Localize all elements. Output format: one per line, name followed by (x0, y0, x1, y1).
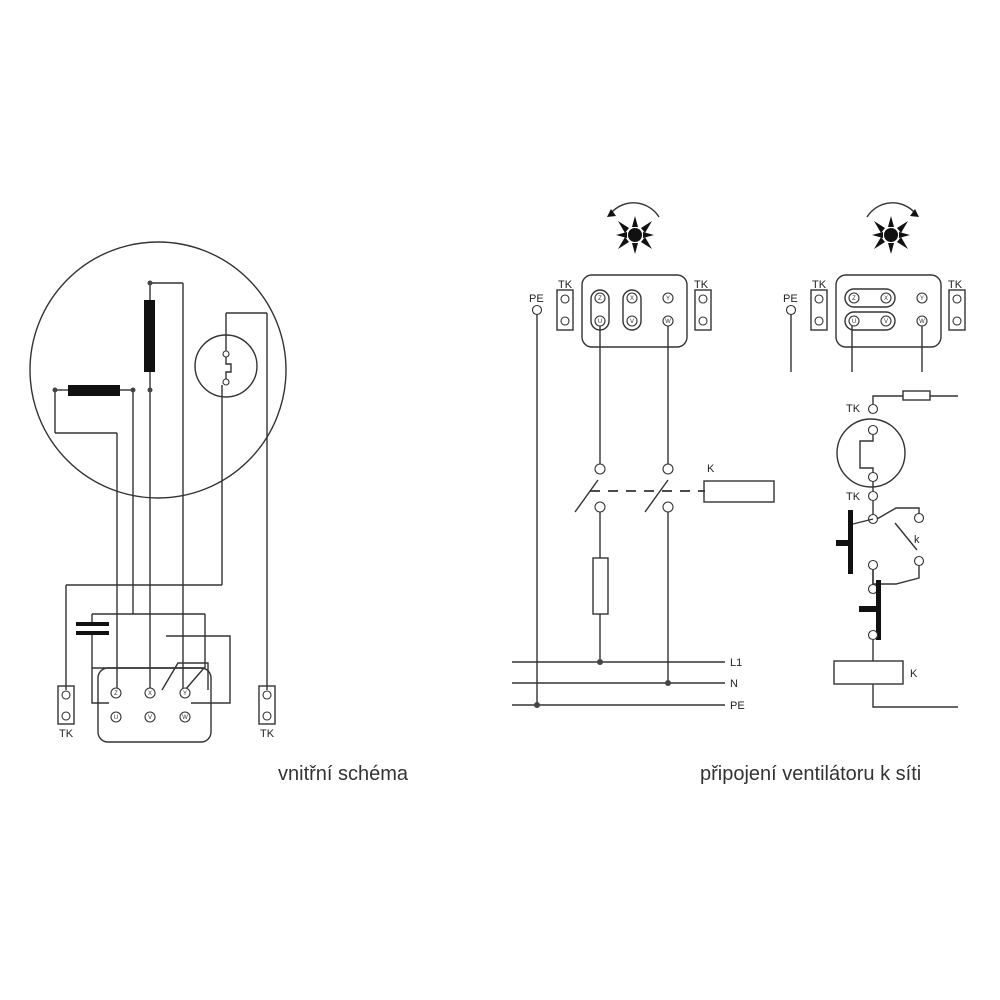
svg-text:U: U (598, 319, 602, 325)
terminal-w: W (179, 711, 191, 723)
svg-text:X: X (148, 691, 152, 697)
svg-text:Z: Z (852, 296, 856, 302)
contactor-coil-2 (833, 660, 904, 685)
svg-text:Y: Y (920, 296, 924, 302)
connection-diagram-1: Z X Y U V W TK TK PE (512, 202, 775, 712)
tk-terminal: TK (556, 279, 574, 331)
svg-text:X: X (884, 296, 888, 302)
caption-connection: připojení ventilátoru k síti (700, 763, 921, 785)
svg-text:U: U (852, 319, 856, 325)
terminal-v: V (144, 711, 156, 723)
horizontal-winding (52, 385, 136, 695)
terminal-x: X (144, 687, 156, 699)
svg-text:TK: TK (558, 279, 573, 291)
motor-outline (29, 241, 287, 499)
terminal-z: Z (110, 687, 122, 699)
fan-ccw-icon (607, 202, 660, 254)
svg-text:PE: PE (783, 293, 798, 305)
thermal-contact (65, 312, 268, 690)
l1-label: L1 (730, 657, 742, 669)
thermal-contact-external (836, 418, 906, 488)
k-contact-label: k (914, 534, 920, 546)
tk-label: TK (59, 728, 74, 740)
n-label: N (730, 678, 738, 690)
terminal-box (581, 274, 688, 348)
control-fuse (902, 390, 931, 401)
svg-text:X: X (630, 296, 634, 302)
contactor-coil (703, 480, 775, 503)
terminal-y: Y (179, 687, 191, 699)
svg-text:TK: TK (694, 279, 709, 291)
tk-label: TK (260, 728, 275, 740)
svg-text:V: V (630, 319, 634, 325)
terminal-board: Z X Y U V W (91, 635, 231, 743)
svg-text:Z: Z (598, 296, 602, 302)
svg-text:W: W (182, 715, 188, 721)
stop-button (848, 510, 853, 574)
start-button (876, 580, 881, 640)
svg-text:Y: Y (183, 691, 187, 697)
pe-label: PE (529, 293, 544, 305)
tk-terminal-right: TK (258, 685, 276, 740)
svg-text:U: U (114, 715, 118, 721)
capacitor (76, 613, 206, 669)
svg-text:TK: TK (846, 403, 861, 415)
svg-text:V: V (884, 319, 888, 325)
tk-terminal-left: TK (57, 685, 75, 740)
svg-text:K: K (910, 668, 918, 680)
svg-text:TK: TK (846, 491, 861, 503)
svg-text:Y: Y (666, 296, 670, 302)
vertical-winding (144, 280, 184, 695)
pe-line-label: PE (730, 700, 745, 712)
k-label: K (707, 463, 715, 475)
connection-diagram-2: Z X Y U V W TK TK PE TK (783, 202, 966, 708)
fan-cw-icon (866, 202, 919, 254)
svg-text:Z: Z (114, 691, 118, 697)
svg-text:TK: TK (948, 279, 963, 291)
svg-text:W: W (919, 319, 925, 325)
internal-schematic: Z X Y U V W (29, 241, 287, 743)
terminal-u: U (110, 711, 122, 723)
svg-text:W: W (665, 319, 671, 325)
tk-terminal: TK (810, 279, 828, 331)
fuse (592, 557, 609, 615)
tk-terminal: TK (948, 279, 966, 331)
caption-internal: vnitřní schéma (278, 763, 409, 785)
svg-text:V: V (148, 715, 152, 721)
svg-text:TK: TK (812, 279, 827, 291)
tk-terminal: TK (694, 279, 712, 331)
